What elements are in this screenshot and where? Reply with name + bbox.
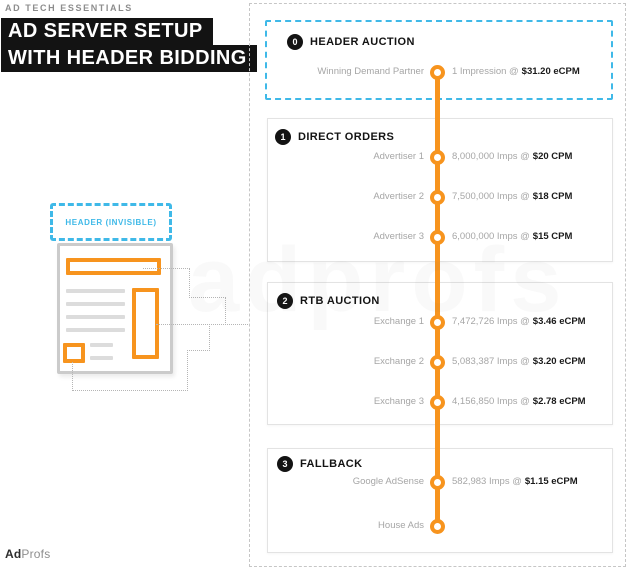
badge-direct-orders: 1: [275, 129, 291, 145]
row-house-ads: House Ads: [0, 520, 630, 532]
row-value: 7,500,000 Imps @$18 CPM: [452, 191, 572, 203]
header-invisible-box: HEADER (INVISIBLE): [50, 203, 172, 241]
row-price: $20 CPM: [532, 151, 573, 162]
row-exchange-2: Exchange 2 5,083,387 Imps @$3.20 eCPM: [0, 356, 630, 368]
connector-skyscraper-h: [156, 324, 250, 325]
webpage-illustration: [57, 243, 173, 374]
row-label: Advertiser 1: [373, 151, 424, 162]
connector-step-h1: [187, 350, 210, 351]
node-house-ads: [430, 519, 445, 534]
row-price: $15 CPM: [532, 231, 573, 242]
node-exchange-1: [430, 315, 445, 330]
row-value: 8,000,000 Imps @$20 CPM: [452, 151, 572, 163]
banner-ad-slot: [66, 258, 161, 275]
row-price: $2.78 eCPM: [532, 396, 586, 407]
row-qty: 582,983 Imps @: [452, 476, 522, 487]
connector-step-v2: [187, 350, 188, 391]
skyscraper-ad-slot: [132, 288, 159, 359]
row-value: [452, 520, 455, 532]
row-value: 7,472,726 Imps @$3.46 eCPM: [452, 316, 586, 328]
row-value: 1 Impression @$31.20 eCPM: [452, 66, 580, 78]
row-qty: 5,083,387 Imps @: [452, 356, 530, 367]
connector-square-v: [72, 362, 73, 391]
connector-banner-v2: [225, 297, 226, 325]
row-label: Exchange 1: [373, 316, 424, 327]
row-advertiser-1: Advertiser 1 8,000,000 Imps @$20 CPM: [0, 151, 630, 163]
header-invisible-label: HEADER (INVISIBLE): [65, 217, 157, 227]
connector-banner-v1: [189, 268, 190, 298]
row-price: $18 CPM: [532, 191, 573, 202]
ad-server-container: [249, 3, 626, 567]
node-advertiser-1: [430, 150, 445, 165]
kicker-text: AD TECH ESSENTIALS: [5, 3, 133, 13]
row-label: Winning Demand Partner: [317, 66, 424, 77]
node-winning-demand-partner: [430, 65, 445, 80]
row-price: $3.46 eCPM: [532, 316, 586, 327]
connector-banner-h2: [189, 297, 226, 298]
text-line: [90, 343, 113, 347]
brand-bold: Ad: [5, 547, 22, 561]
section-title-fallback: FALLBACK: [300, 458, 363, 470]
badge-fallback: 3: [277, 456, 293, 472]
row-label: House Ads: [378, 520, 424, 531]
text-line: [66, 328, 125, 332]
section-title-rtb-auction: RTB AUCTION: [300, 295, 380, 307]
row-label: Exchange 3: [373, 396, 424, 407]
row-value: 5,083,387 Imps @$3.20 eCPM: [452, 356, 586, 368]
row-qty: 4,156,850 Imps @: [452, 396, 530, 407]
text-line: [66, 302, 125, 306]
node-google-adsense: [430, 475, 445, 490]
brand-light: Profs: [21, 547, 51, 561]
connector-square-h: [72, 390, 188, 391]
row-winning-demand-partner: Winning Demand Partner 1 Impression @$31…: [0, 66, 630, 78]
row-label: Google AdSense: [352, 476, 424, 487]
row-google-adsense: Google AdSense 582,983 Imps @$1.15 eCPM: [0, 476, 630, 488]
row-qty: 7,472,726 Imps @: [452, 316, 530, 327]
row-qty: 8,000,000 Imps @: [452, 151, 530, 162]
connector-step-v1: [209, 324, 210, 351]
square-ad-slot: [63, 343, 85, 363]
connector-banner-h1: [143, 268, 190, 269]
row-advertiser-3: Advertiser 3 6,000,000 Imps @$15 CPM: [0, 231, 630, 243]
node-exchange-3: [430, 395, 445, 410]
node-exchange-2: [430, 355, 445, 370]
badge-rtb-auction: 2: [277, 293, 293, 309]
row-label: Exchange 2: [373, 356, 424, 367]
node-advertiser-2: [430, 190, 445, 205]
badge-header-auction: 0: [287, 34, 303, 50]
row-value: 4,156,850 Imps @$2.78 eCPM: [452, 396, 586, 408]
section-title-direct-orders: DIRECT ORDERS: [298, 131, 395, 143]
text-line: [90, 356, 113, 360]
node-advertiser-3: [430, 230, 445, 245]
section-title-header-auction: HEADER AUCTION: [310, 36, 415, 48]
row-exchange-1: Exchange 1 7,472,726 Imps @$3.46 eCPM: [0, 316, 630, 328]
row-value: 582,983 Imps @$1.15 eCPM: [452, 476, 578, 488]
row-exchange-3: Exchange 3 4,156,850 Imps @$2.78 eCPM: [0, 396, 630, 408]
text-line: [66, 289, 125, 293]
row-price: $1.15 eCPM: [524, 476, 578, 487]
waterfall-line: [435, 72, 440, 526]
adprofs-logo: AdProfs: [5, 547, 50, 561]
row-qty: 7,500,000 Imps @: [452, 191, 530, 202]
row-value: 6,000,000 Imps @$15 CPM: [452, 231, 572, 243]
row-qty: 1 Impression @: [452, 66, 519, 77]
row-price: $31.20 eCPM: [521, 66, 580, 77]
row-advertiser-2: Advertiser 2 7,500,000 Imps @$18 CPM: [0, 191, 630, 203]
section-fallback: [267, 448, 613, 553]
text-line: [66, 315, 125, 319]
title-line-1: AD SERVER SETUP: [1, 18, 213, 45]
row-price: $3.20 eCPM: [532, 356, 586, 367]
row-label: Advertiser 2: [373, 191, 424, 202]
row-qty: 6,000,000 Imps @: [452, 231, 530, 242]
row-label: Advertiser 3: [373, 231, 424, 242]
title-line-2: WITH HEADER BIDDING: [1, 45, 257, 72]
